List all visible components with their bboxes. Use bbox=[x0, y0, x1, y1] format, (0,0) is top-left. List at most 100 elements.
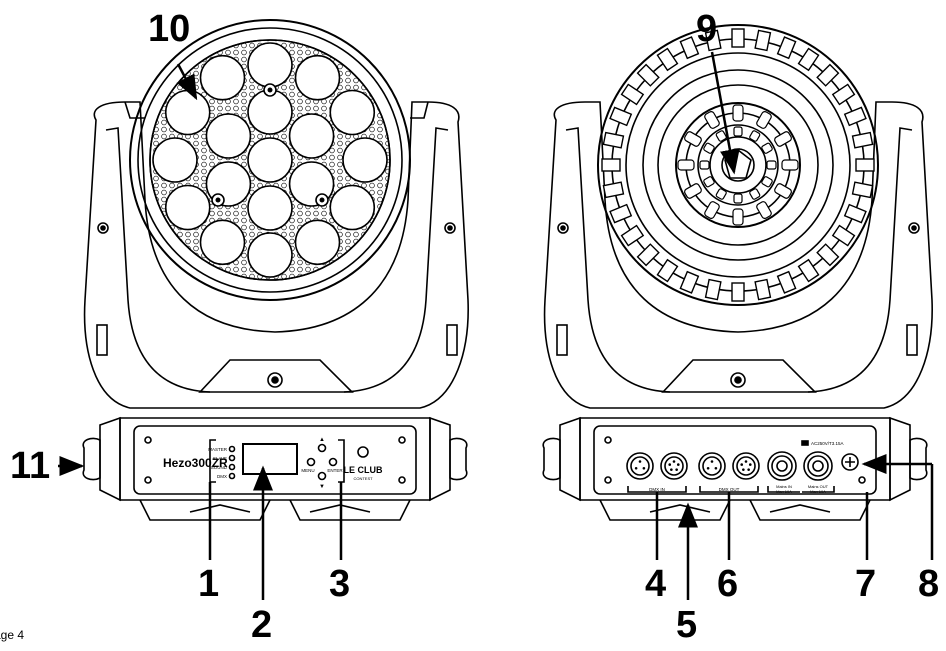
xlr-pin bbox=[670, 468, 673, 471]
cooling-fin bbox=[843, 106, 867, 127]
vent-slot bbox=[732, 104, 744, 137]
front-mode-master: MASTER bbox=[208, 447, 228, 452]
cooling-fin bbox=[620, 83, 645, 106]
cooling-fin bbox=[731, 282, 745, 302]
rear-mains-in-sub: Max 10A bbox=[776, 489, 792, 494]
cooling-fin bbox=[816, 63, 840, 87]
led-lens bbox=[164, 89, 211, 136]
callout-5: 5 bbox=[676, 604, 698, 646]
vent-slot bbox=[684, 131, 715, 154]
led-lens bbox=[329, 89, 376, 136]
front-mode-dmx: DMX bbox=[217, 474, 227, 479]
cooling-fin bbox=[704, 278, 722, 301]
vent-slot bbox=[684, 176, 715, 199]
front-led-array bbox=[152, 42, 388, 278]
cooling-fin bbox=[704, 29, 722, 52]
rear-dmx-in-label: DMX IN bbox=[649, 487, 665, 492]
callout-7: 7 bbox=[855, 563, 877, 605]
cooling-fin bbox=[776, 36, 797, 60]
vent-slot bbox=[704, 188, 727, 219]
rear-fuse-label: AC250V/T3.15A bbox=[811, 441, 844, 446]
cooling-fin bbox=[636, 243, 660, 267]
led-lens bbox=[294, 54, 341, 101]
front-brand-line1: LE CLUB bbox=[344, 465, 383, 475]
front-yoke bbox=[83, 101, 469, 409]
callout-10: 10 bbox=[148, 8, 191, 50]
cooling-fin bbox=[679, 36, 700, 60]
vent-slot bbox=[732, 193, 744, 226]
rear-center-vents bbox=[677, 104, 799, 226]
leader-lines bbox=[58, 51, 934, 600]
front-base bbox=[82, 416, 468, 521]
led-lens bbox=[247, 185, 293, 231]
led-lens bbox=[288, 113, 335, 159]
cooling-fin bbox=[636, 63, 660, 87]
cooling-fin bbox=[620, 224, 645, 247]
xlr-pin bbox=[748, 463, 752, 466]
front-up-symbol: ▲ bbox=[319, 437, 325, 443]
led-lens bbox=[247, 137, 293, 183]
xlr-pin bbox=[710, 460, 714, 463]
vent-slot bbox=[766, 159, 799, 171]
cooling-fin bbox=[731, 28, 745, 48]
xlr-pin bbox=[672, 460, 676, 463]
cooling-fin bbox=[797, 258, 820, 283]
xlr-pin bbox=[742, 468, 745, 471]
front-enter-label: ENTER bbox=[327, 468, 343, 473]
xlr-pin bbox=[740, 463, 744, 466]
front-menu-label: MENU bbox=[301, 468, 314, 473]
front-mode-slave: SLAVE bbox=[213, 456, 227, 461]
xlr-pin bbox=[706, 466, 710, 470]
led-lens bbox=[247, 42, 293, 88]
xlr-pin bbox=[676, 463, 680, 466]
callout-1: 1 bbox=[198, 563, 220, 605]
cooling-fin bbox=[776, 270, 797, 294]
cooling-fin bbox=[656, 47, 679, 72]
rear-mains-in-label: Mains IN bbox=[776, 484, 792, 489]
xlr-pin bbox=[668, 463, 672, 466]
cooling-fin bbox=[816, 243, 840, 267]
rear-base bbox=[542, 416, 928, 521]
cooling-fin bbox=[609, 203, 633, 224]
callout-6: 6 bbox=[717, 563, 739, 605]
callout-2: 2 bbox=[251, 604, 273, 646]
front-model-name: Hezo300ZR bbox=[163, 456, 228, 470]
xlr-pin bbox=[638, 460, 642, 463]
led-lens bbox=[199, 54, 246, 101]
cooling-fin bbox=[602, 181, 625, 199]
cooling-fin bbox=[754, 29, 772, 52]
led-lens bbox=[342, 137, 388, 183]
led-lens bbox=[329, 184, 376, 231]
cooling-fin bbox=[601, 158, 621, 172]
cooling-fin bbox=[843, 203, 867, 224]
cooling-fin bbox=[656, 258, 679, 283]
vent-slot bbox=[761, 131, 792, 154]
vent-slot bbox=[749, 188, 772, 219]
callout-3: 3 bbox=[329, 563, 351, 605]
rear-mains-out-label: Mains OUT bbox=[808, 484, 829, 489]
led-lens bbox=[164, 184, 211, 231]
cooling-fin bbox=[609, 106, 633, 127]
rear-mains-out-sub: Max 10A bbox=[810, 489, 826, 494]
callout-4: 4 bbox=[645, 563, 667, 605]
xlr-pin bbox=[634, 466, 638, 470]
cooling-fin bbox=[602, 131, 625, 149]
xlr-pin bbox=[675, 468, 678, 471]
page-footer: age 4 bbox=[0, 628, 25, 642]
lens-screw-center bbox=[267, 87, 273, 93]
cooling-fin bbox=[851, 131, 874, 149]
cooling-fin bbox=[851, 181, 874, 199]
front-down-symbol: ▼ bbox=[319, 484, 325, 490]
led-lens bbox=[294, 219, 341, 266]
xlr-pin bbox=[744, 460, 748, 463]
led-lens bbox=[152, 137, 198, 183]
callout-9: 9 bbox=[696, 8, 718, 50]
rear-dmx-out-label: DMX OUT bbox=[719, 487, 740, 492]
rear-cooling-fins bbox=[601, 28, 875, 302]
vent-slot bbox=[749, 111, 772, 142]
xlr-pin bbox=[642, 466, 646, 470]
cooling-fin bbox=[831, 83, 856, 106]
vent-slot bbox=[704, 111, 727, 142]
front-mode-sound: SOUND bbox=[211, 465, 228, 470]
